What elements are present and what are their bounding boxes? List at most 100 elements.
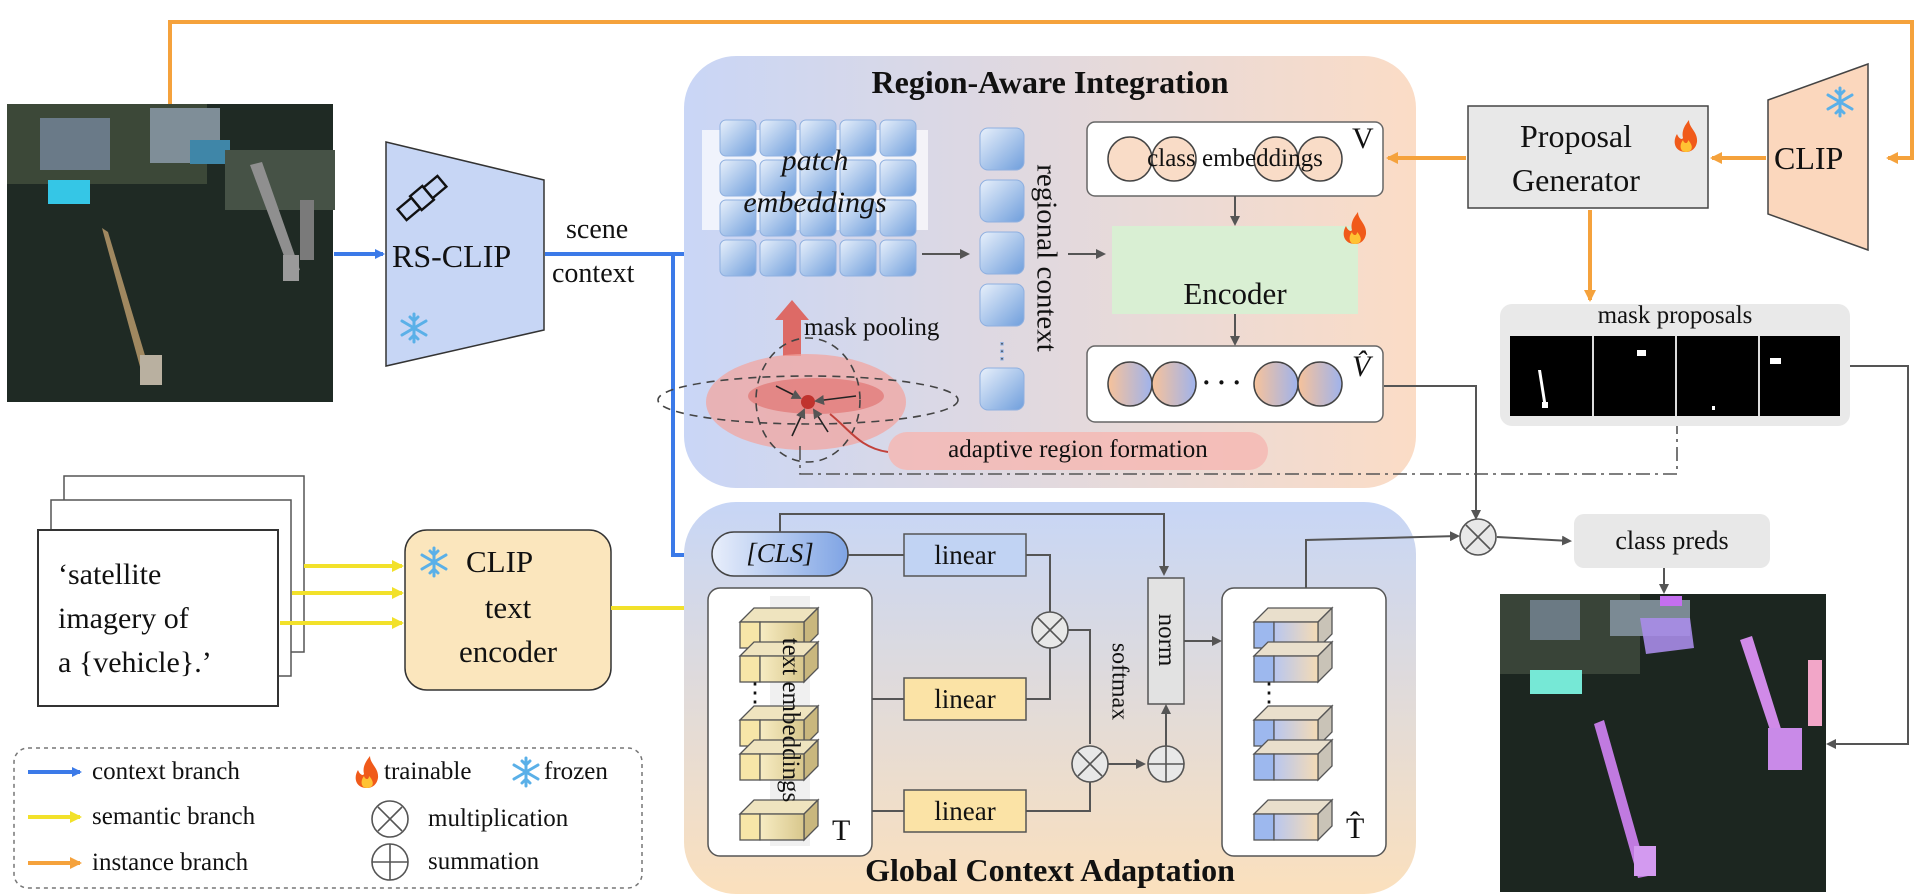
patch-embedding-cell [759,119,797,157]
transformer-label-2: Encoder [1183,276,1287,311]
clip-text-label-2: text [484,590,532,625]
cls-to-norm-line [779,513,1169,576]
patch-embedding-cell [719,119,757,157]
patch-embedding-cell [799,199,837,237]
rs-clip-label: RS-CLIP [392,238,512,274]
class-preds-label: class preds [1615,526,1729,555]
patch-embedding-cell [839,199,877,237]
regional-context-cell [979,127,1025,171]
norm-label: norm [1153,613,1180,667]
linear-box-2 [903,677,1027,721]
regional-context-label: regional context [1030,164,1063,352]
class-embeddings-label: class embeddings [1147,145,1323,172]
patch-embedding-cell [759,159,797,197]
t-hat-bar [1253,739,1333,781]
regional-context-cell [979,231,1025,275]
proposal-generator-box [1467,105,1709,209]
linear-label-3: linear [934,796,996,826]
arrow-mult-to-classpreds [1496,535,1572,546]
patch-embeddings-grid [702,119,928,277]
embeddings-label: embeddings [743,186,887,219]
patch-embedding-cell [799,159,837,197]
prompt-line-1: ‘satellite [58,558,162,591]
patch-embedding-cell [879,119,917,157]
regional-context-vdots: ⋮ [991,338,1013,363]
patch-embedding-cell [719,159,757,197]
proposal-generator-label-1: Proposal [1520,118,1632,154]
multiply-node-output [1459,518,1497,556]
vhat-circles [1107,361,1343,407]
instance-branch-loop [168,20,1914,164]
multiply-node-attn [1031,611,1069,649]
class-preds-box [1574,514,1770,568]
cls-label: [CLS] [746,538,814,568]
satellite-icon [395,174,449,222]
legend-context-label: context branch [92,758,240,785]
mult-to-softmax-mult [1068,629,1091,744]
patch-embedding-cell [759,239,797,277]
plus-node [1147,745,1185,783]
linear1-to-mult [1026,554,1051,612]
legend-summation-label: summation [428,848,540,875]
legend-box [13,747,643,889]
transformer-encoder-box [1112,226,1358,314]
dash-dot-feedback-line [799,426,1678,475]
patch-embedding-cell [719,239,757,277]
regional-context-column: ⋮ [979,127,1025,411]
t-label: T [832,814,851,847]
patch-embedding-cell [839,239,877,277]
legend-multiply-symbol [371,800,409,838]
satellite-input-image [7,104,335,402]
arrow-masks-to-output [1826,365,1909,749]
arrow-vhat-to-mult [1384,385,1481,520]
linear-label-1: linear [934,540,996,570]
prompt-line-3: a {vehicle}.’ [58,646,212,679]
adaptive-region-drawing [657,337,959,463]
scene-label: scene [566,214,629,245]
adaptive-region-label: adaptive region formation [948,436,1208,463]
patch-embedding-cell [879,239,917,277]
global-context-title: Global Context Adaptation [865,852,1235,888]
segmented-output-image [1500,594,1826,892]
legend-semantic-label: semantic branch [92,803,256,830]
regional-context-cell [979,367,1025,411]
legend-multiplication-label: multiplication [428,805,569,832]
clip-text-label-1: CLIP [466,544,534,579]
vhat-dots: · · · [1202,368,1242,397]
legend-sum-symbol [371,843,409,881]
t-vdots: ⋮ [742,678,768,707]
regional-context-cell [979,283,1025,327]
rs-clip-encoder [385,141,545,367]
norm-box [1147,577,1185,705]
softmax-label: softmax [1106,642,1133,721]
patch-embedding-cell [879,199,917,237]
context-label: context [552,258,635,289]
prompt-line-2: imagery of [58,602,189,635]
clip-text-label-3: encoder [458,634,558,669]
region-aware-title: Region-Aware Integration [871,64,1229,100]
patch-embedding-cell [719,199,757,237]
legend-instance-label: instance branch [92,849,249,876]
mask-proposal-tiles [1510,336,1840,416]
patch-embedding-cell [799,119,837,157]
t-hat-label: T̂ [1346,812,1365,845]
text-embeddings-label: text embeddings [777,637,804,803]
legend-trainable-label: trainable [384,758,472,785]
linear3-to-mult [1026,782,1091,812]
clip-label: CLIP [1774,140,1844,176]
patch-embedding-cell [799,239,837,277]
patch-label: patch [781,144,849,177]
t-hat-bar [1253,799,1333,841]
patch-embedding-cell [839,159,877,197]
v-label: V [1352,122,1374,155]
mask-pooling-label: mask pooling [804,314,940,341]
patch-embedding-cell [879,159,917,197]
mask-pooling-arrow [775,300,809,356]
patch-embedding-cell [839,119,877,157]
patch-embedding-cell [759,199,797,237]
proposal-generator-label-2: Generator [1512,162,1640,198]
regional-context-cell [979,179,1025,223]
linear2-to-mult [1026,648,1051,700]
t-hat-bar [1253,641,1333,683]
t-hat-vdots: ⋮ [1256,678,1282,707]
